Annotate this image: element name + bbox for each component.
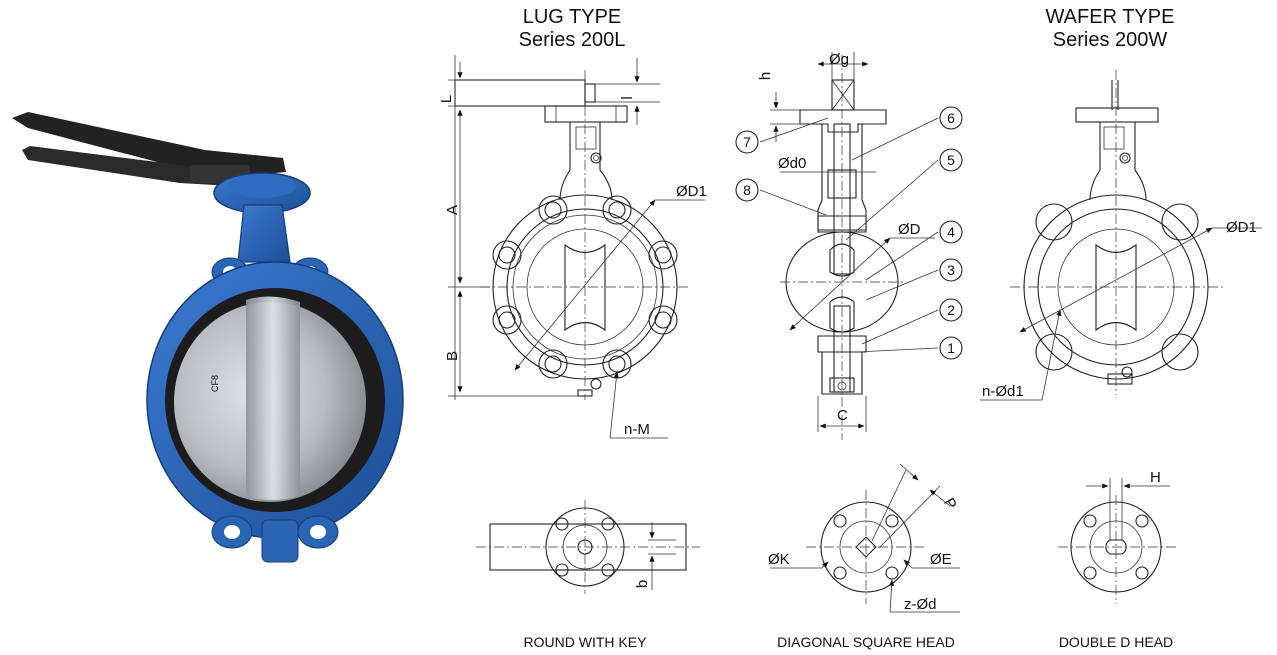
dim-h: h bbox=[757, 72, 774, 80]
caption-double-d-head: DOUBLE D HEAD bbox=[1059, 634, 1173, 650]
dim-nd1: n-Ød1 bbox=[982, 383, 1024, 400]
double-d-head bbox=[1058, 478, 1176, 604]
wafer-type-drawing bbox=[980, 70, 1262, 401]
lever-handle bbox=[12, 112, 286, 186]
wafer-type-series: Series 200W bbox=[1053, 29, 1168, 51]
callout-8: 8 bbox=[743, 182, 751, 198]
valve-neck bbox=[237, 204, 291, 263]
dim-B: B bbox=[444, 351, 461, 361]
dim-A: A bbox=[444, 205, 461, 215]
callout-6: 6 bbox=[947, 110, 955, 126]
dim-D: ØD bbox=[898, 221, 921, 238]
section-view-drawing bbox=[735, 52, 963, 440]
callout-2: 2 bbox=[947, 302, 955, 318]
dim-P: P bbox=[940, 495, 960, 512]
caption-diagonal-square-head: DIAGONAL SQUARE HEAD bbox=[777, 634, 955, 650]
dim-E: ØE bbox=[930, 551, 952, 568]
round-with-key-head bbox=[476, 500, 700, 594]
lug-type-drawing bbox=[448, 55, 705, 439]
dim-zd: z-Ød bbox=[904, 596, 937, 613]
dim-D1-lug: ØD1 bbox=[676, 183, 707, 200]
dim-g: Øg bbox=[829, 51, 849, 68]
valve-photo: CF8 bbox=[12, 112, 404, 563]
dim-C: C bbox=[837, 407, 848, 424]
dim-L: L bbox=[438, 95, 455, 103]
dim-H: H bbox=[1150, 469, 1161, 486]
callout-5: 5 bbox=[947, 152, 955, 168]
callout-4: 4 bbox=[947, 224, 955, 240]
lug-type-series: Series 200L bbox=[519, 29, 626, 51]
caption-round-with-key: ROUND WITH KEY bbox=[524, 634, 648, 650]
dim-d0: Ød0 bbox=[778, 155, 806, 172]
dim-K: ØK bbox=[768, 551, 790, 568]
svg-text:CF8: CF8 bbox=[210, 375, 220, 392]
dim-l: l bbox=[619, 96, 636, 99]
lug-type-title: LUG TYPE bbox=[523, 6, 622, 28]
diagonal-square-head bbox=[770, 463, 960, 613]
dim-nM: n-M bbox=[624, 421, 650, 438]
callout-1: 1 bbox=[947, 340, 955, 356]
dim-D1-wafer: ØD1 bbox=[1226, 219, 1257, 236]
callout-7: 7 bbox=[743, 134, 751, 150]
callout-3: 3 bbox=[947, 262, 955, 278]
wafer-type-title: WAFER TYPE bbox=[1046, 6, 1175, 28]
dim-b: b bbox=[634, 580, 651, 588]
